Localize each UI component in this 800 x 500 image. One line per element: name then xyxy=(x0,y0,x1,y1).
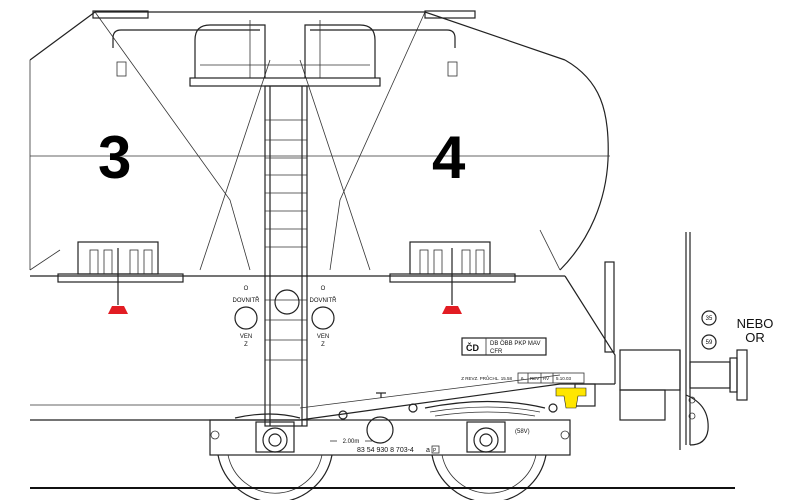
buffer-assembly xyxy=(604,232,748,450)
svg-text:VEN: VEN xyxy=(240,334,252,340)
svg-text:Z: Z xyxy=(244,342,248,348)
svg-text:DOVNITŘ: DOVNITŘ xyxy=(233,296,261,304)
svg-text:Z: Z xyxy=(321,342,325,348)
cd-logo: ČD xyxy=(466,342,479,353)
valve-indicator-right: O DOVNITŘ VEN Z xyxy=(310,286,338,348)
speed-sign-top: 35 xyxy=(701,310,717,326)
yellow-coupler-hook xyxy=(555,387,587,409)
wheel-right xyxy=(431,454,547,500)
svg-text:a: a xyxy=(426,447,430,454)
svg-text:O: O xyxy=(321,286,326,292)
svg-text:5.10.03: 5.10.03 xyxy=(556,376,572,381)
top-hatch-left xyxy=(92,10,260,77)
svg-text:DB ÖBB PKP MAV: DB ÖBB PKP MAV xyxy=(490,340,540,347)
red-marker-left xyxy=(108,306,128,314)
wagon-number: 83 54 930 8 703-4 a P xyxy=(357,445,440,454)
compartment-number-left: 3 xyxy=(98,124,131,191)
compartment-number-right: 4 xyxy=(432,124,466,191)
inspection-hatch xyxy=(274,289,300,315)
svg-text:DOVNITŘ: DOVNITŘ xyxy=(310,296,338,304)
grounding-symbol xyxy=(376,392,386,398)
ladder xyxy=(264,85,308,427)
revision-table: 6 REV RV 5.10.03 xyxy=(517,372,585,384)
bogie xyxy=(209,416,571,456)
discharge-outlet-right xyxy=(389,241,516,305)
hopper-body xyxy=(29,11,610,271)
speed-sign-bottom: 59 xyxy=(701,334,717,350)
wheel-left xyxy=(217,454,333,500)
top-hatch-right xyxy=(310,10,476,77)
svg-text:RV: RV xyxy=(543,376,549,381)
red-marker-right xyxy=(442,306,462,314)
svg-text:O: O xyxy=(244,286,249,292)
svg-text:2.00m: 2.00m xyxy=(343,439,360,445)
operator-plate: ČD DB ÖBB PKP MAV CFR xyxy=(461,337,547,356)
leaf-spring-note: (58V) xyxy=(515,429,530,435)
svg-text:VEN: VEN xyxy=(317,334,329,340)
alternative-note-line1: NEBO xyxy=(737,316,774,331)
valve-indicator-left: O DOVNITŘ VEN Z xyxy=(233,286,261,348)
svg-text:CFR: CFR xyxy=(490,349,503,355)
maintenance-label: Z REVZ. PRŮCHL. 15.58 xyxy=(461,375,512,381)
alternative-note-line2: OR xyxy=(745,330,765,345)
leaf-spring xyxy=(408,400,558,417)
svg-text:35: 35 xyxy=(706,316,713,322)
distance-dimension: 2.00m xyxy=(330,439,372,445)
discharge-outlet-left xyxy=(57,241,184,305)
svg-text:59: 59 xyxy=(706,340,713,346)
svg-text:P: P xyxy=(433,448,437,454)
leaf-spring-left xyxy=(234,410,348,420)
svg-text:83 54 930 8 703-4: 83 54 930 8 703-4 xyxy=(357,447,414,454)
svg-text:REV: REV xyxy=(530,376,539,381)
svg-text:6: 6 xyxy=(521,376,524,381)
